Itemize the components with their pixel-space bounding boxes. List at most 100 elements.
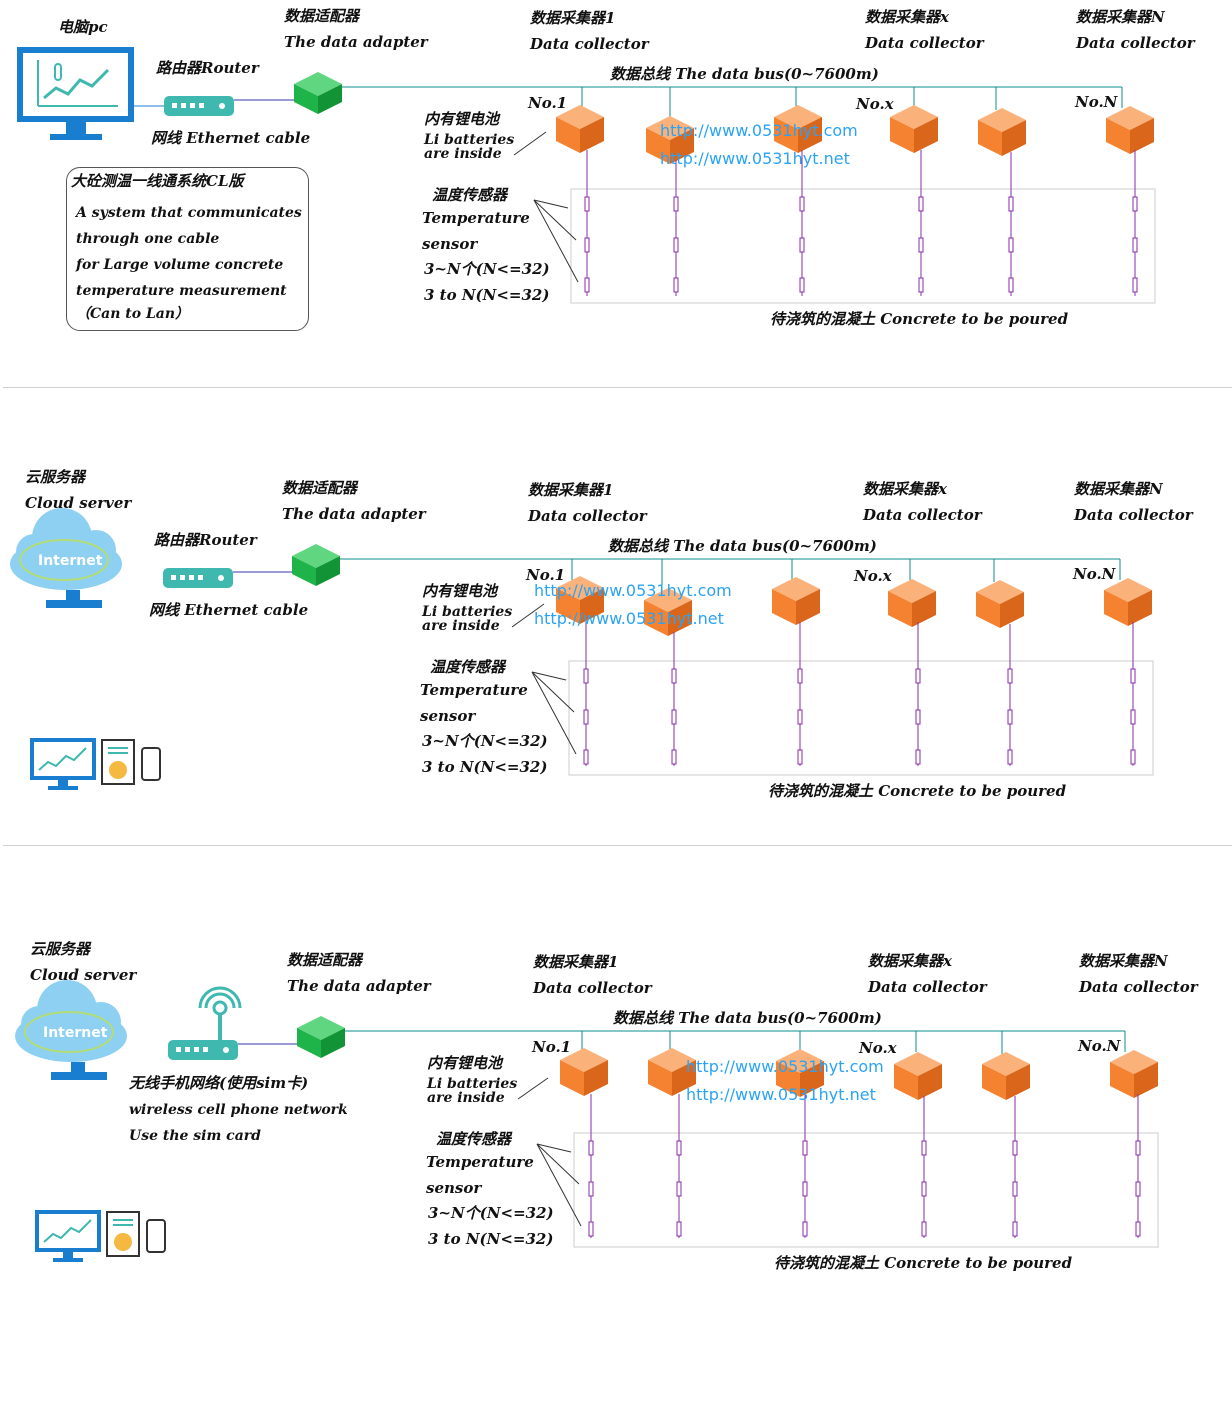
watermark-url-net: http://www.0531hyt.net bbox=[686, 1085, 876, 1104]
sensor-strings bbox=[584, 150, 1138, 296]
cable-label: 网线 Ethernet cable bbox=[151, 129, 311, 147]
collectorx-label-cn: 数据采集器x bbox=[863, 480, 947, 498]
adapter-label-en: The data adapter bbox=[282, 505, 426, 523]
cloud-label-cn: 云服务器 bbox=[25, 468, 86, 486]
adapter-label-en: The data adapter bbox=[284, 33, 428, 51]
sensor-label-en2: sensor bbox=[420, 707, 476, 725]
watermark-url-com: http://www.0531hyt.com bbox=[686, 1057, 884, 1076]
battery-label-cn: 内有锂电池 bbox=[427, 1054, 503, 1072]
adapter-label-cn: 数据适配器 bbox=[282, 479, 358, 497]
battery-label-en2: are inside bbox=[427, 1090, 505, 1106]
nox-label: No.x bbox=[854, 567, 892, 585]
sensor-count-cn: 3~N个(N<=32) bbox=[422, 732, 548, 750]
collector1-label-en: Data collector bbox=[530, 35, 649, 53]
collector1-label-en: Data collector bbox=[528, 507, 647, 525]
cloud-icon bbox=[15, 980, 127, 1080]
system-info-box: 大砼测温一线通系统CL版 A system that communicates … bbox=[66, 167, 309, 331]
battery-label-en1: Li batteries bbox=[424, 132, 515, 148]
cloud-label-cn: 云服务器 bbox=[30, 940, 91, 958]
no1-label: No.1 bbox=[528, 94, 568, 112]
divider-2 bbox=[3, 845, 1232, 846]
info-line-1: A system that communicates bbox=[76, 205, 302, 221]
sensor-count-en: 3 to N(N<=32) bbox=[422, 758, 548, 776]
concrete-block bbox=[568, 660, 1154, 776]
cloud-internet-text: Internet bbox=[38, 553, 103, 569]
sensor-count-cn: 3~N个(N<=32) bbox=[428, 1204, 554, 1222]
pc-label: 电脑pc bbox=[58, 18, 108, 36]
panel-cloud-wireless: Internet 云服务器 Cloud server 无线手机网络(使用sim卡… bbox=[0, 940, 1232, 1404]
watermark-url-net: http://www.0531hyt.net bbox=[660, 149, 850, 168]
collectorN-label-en: Data collector bbox=[1074, 506, 1193, 524]
concrete-block bbox=[573, 1132, 1159, 1248]
cable-label: 网线 Ethernet cable bbox=[149, 601, 309, 619]
panel3-wiring bbox=[15, 980, 1159, 1263]
nox-label: No.x bbox=[859, 1039, 897, 1057]
panel-lan: 电脑pc 路由器Router 网线 Ethernet cable 数据适配器 T… bbox=[0, 0, 1232, 460]
panel2-wiring bbox=[10, 508, 1154, 791]
sensor-strings bbox=[583, 622, 1136, 766]
no1-label: No.1 bbox=[526, 566, 566, 584]
pointer-lines bbox=[513, 131, 579, 283]
battery-label-en1: Li batteries bbox=[427, 1076, 518, 1092]
collectorx-label-en: Data collector bbox=[868, 978, 987, 996]
panel1-wiring bbox=[17, 47, 1156, 304]
nox-label: No.x bbox=[856, 95, 894, 113]
pc-monitor-icon bbox=[17, 47, 134, 140]
cloud-internet-text: Internet bbox=[43, 1025, 108, 1041]
info-line-5: （Can to Lan） bbox=[76, 306, 190, 322]
battery-label-en2: are inside bbox=[424, 146, 502, 162]
bus-label: 数据总线 The data bus(0~7600m) bbox=[613, 1009, 882, 1027]
adapter-label-en: The data adapter bbox=[287, 977, 431, 995]
sensor-label-cn: 温度传感器 bbox=[430, 658, 506, 676]
sensor-label-en2: sensor bbox=[422, 235, 478, 253]
collectorN-label-en: Data collector bbox=[1079, 978, 1198, 996]
collector1-label-cn: 数据采集器1 bbox=[533, 953, 619, 971]
pointer-lines bbox=[517, 1077, 582, 1227]
router-icon bbox=[163, 568, 233, 588]
collectorx-label-cn: 数据采集器x bbox=[865, 8, 949, 26]
router-label: 路由器Router bbox=[154, 531, 257, 549]
noN-label: No.N bbox=[1073, 565, 1116, 583]
info-line-3: for Large volume concrete bbox=[76, 257, 284, 273]
battery-label-en1: Li batteries bbox=[422, 604, 513, 620]
watermark-url-com: http://www.0531hyt.com bbox=[660, 121, 858, 140]
sensor-label-en1: Temperature bbox=[422, 209, 530, 227]
panel-cloud-lan: Internet 云服务器 Cloud server 路由器Router 网线 … bbox=[0, 468, 1232, 932]
adapter-icon bbox=[292, 544, 340, 586]
router-label: 路由器Router bbox=[156, 59, 259, 77]
concrete-label: 待浇筑的混凝土 Concrete to be poured bbox=[774, 1254, 1073, 1272]
divider-1 bbox=[3, 387, 1232, 388]
collectorx-label-cn: 数据采集器x bbox=[868, 952, 952, 970]
info-line-4: temperature measurement bbox=[76, 283, 287, 299]
collectorN-label-cn: 数据采集器N bbox=[1074, 480, 1163, 498]
watermark-url-net: http://www.0531hyt.net bbox=[534, 609, 724, 628]
bus-label: 数据总线 The data bus(0~7600m) bbox=[608, 537, 877, 555]
concrete-label: 待浇筑的混凝土 Concrete to be poured bbox=[768, 782, 1067, 800]
cloud-icon bbox=[10, 508, 122, 608]
sensor-strings bbox=[588, 1094, 1141, 1238]
cloud-label-en: Cloud server bbox=[30, 966, 137, 984]
collector1-label-en: Data collector bbox=[533, 979, 652, 997]
sensor-count-en: 3 to N(N<=32) bbox=[428, 1230, 554, 1248]
adapter-icon bbox=[297, 1016, 345, 1058]
client-devices-icon bbox=[29, 737, 161, 791]
sensor-label-cn: 温度传感器 bbox=[436, 1130, 512, 1148]
concrete-label: 待浇筑的混凝土 Concrete to be poured bbox=[770, 310, 1069, 328]
collectorx-label-en: Data collector bbox=[863, 506, 982, 524]
collector1-label-cn: 数据采集器1 bbox=[528, 481, 614, 499]
watermark-url-com: http://www.0531hyt.com bbox=[534, 581, 732, 600]
collectorx-label-en: Data collector bbox=[865, 34, 984, 52]
bus-label: 数据总线 The data bus(0~7600m) bbox=[610, 65, 879, 83]
cloud-label-en: Cloud server bbox=[25, 494, 132, 512]
pointer-lines bbox=[511, 603, 577, 755]
wireless-label-en: wireless cell phone network bbox=[129, 1102, 348, 1118]
sensor-count-en: 3 to N(N<=32) bbox=[424, 286, 550, 304]
sensor-count-cn: 3~N个(N<=32) bbox=[424, 260, 550, 278]
sensor-label-en1: Temperature bbox=[426, 1153, 534, 1171]
sensor-label-cn: 温度传感器 bbox=[432, 186, 508, 204]
battery-label-en2: are inside bbox=[422, 618, 500, 634]
info-line-2: through one cable bbox=[76, 231, 220, 247]
collectorN-label-cn: 数据采集器N bbox=[1076, 8, 1165, 26]
no1-label: No.1 bbox=[532, 1038, 572, 1056]
sim-label-en: Use the sim card bbox=[129, 1128, 261, 1144]
